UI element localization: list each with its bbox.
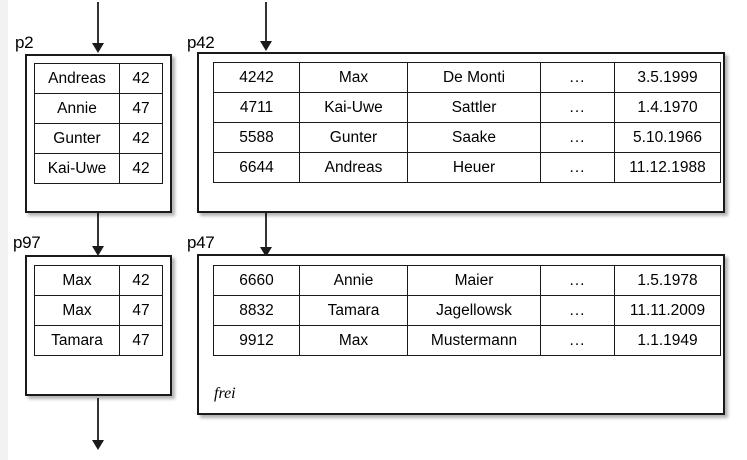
data-cell-more: ...: [540, 265, 615, 296]
data-cell-date: 3.5.1999: [614, 62, 721, 93]
arrow-out-of-p97: [97, 398, 99, 441]
free-space-label-p47: frei: [214, 385, 236, 402]
page-label-p47: p47: [187, 233, 215, 252]
arrow-into-p42: [265, 2, 267, 42]
index-pointer-cell: 42: [119, 63, 163, 94]
data-cell-firstname: Kai-Uwe: [299, 92, 408, 123]
data-cell-more: ...: [540, 325, 615, 356]
data-cell-id: 9912: [213, 325, 300, 356]
data-cell-id: 4242: [213, 62, 300, 93]
page-label-p42: p42: [187, 33, 215, 52]
table-row: 5588 Gunter Saake ... 5.10.1966: [213, 122, 721, 153]
table-row: Annie 47: [34, 93, 163, 124]
table-row: Kai-Uwe 42: [34, 153, 163, 184]
data-table-p47: 6660 Annie Maier ... 1.5.1978 8832 Tamar…: [213, 265, 721, 356]
data-cell-lastname: Maier: [407, 265, 541, 296]
index-pointer-cell: 47: [119, 325, 163, 356]
data-cell-firstname: Max: [299, 62, 408, 93]
index-key-cell: Max: [34, 295, 120, 326]
table-row: 8832 Tamara Jagellowsk ... 11.11.2009: [213, 295, 721, 326]
data-cell-date: 11.11.2009: [614, 295, 721, 326]
data-cell-date: 1.1.1949: [614, 325, 721, 356]
data-cell-date: 1.4.1970: [614, 92, 721, 123]
data-cell-lastname: Heuer: [407, 152, 541, 183]
index-pointer-cell: 47: [119, 93, 163, 124]
data-cell-firstname: Andreas: [299, 152, 408, 183]
page-label-p97: p97: [13, 233, 41, 252]
table-row: 4242 Max De Monti ... 3.5.1999: [213, 62, 721, 93]
data-cell-firstname: Max: [299, 325, 408, 356]
data-cell-more: ...: [540, 122, 615, 153]
data-cell-more: ...: [540, 62, 615, 93]
index-key-cell: Annie: [34, 93, 120, 124]
index-pointer-cell: 42: [119, 265, 163, 296]
data-cell-id: 4711: [213, 92, 300, 123]
table-row: Gunter 42: [34, 123, 163, 154]
data-cell-id: 5588: [213, 122, 300, 153]
data-cell-lastname: De Monti: [407, 62, 541, 93]
data-cell-id: 6660: [213, 265, 300, 296]
data-cell-more: ...: [540, 152, 615, 183]
data-cell-more: ...: [540, 92, 615, 123]
table-row: Tamara 47: [34, 325, 163, 356]
index-table-p2: Andreas 42 Annie 47 Gunter 42 Kai-Uwe 42: [34, 63, 163, 184]
data-cell-more: ...: [540, 295, 615, 326]
index-key-cell: Kai-Uwe: [34, 153, 120, 184]
data-cell-date: 11.12.1988: [614, 152, 721, 183]
data-cell-lastname: Sattler: [407, 92, 541, 123]
data-cell-firstname: Tamara: [299, 295, 408, 326]
table-row: 4711 Kai-Uwe Sattler ... 1.4.1970: [213, 92, 721, 123]
data-cell-id: 6644: [213, 152, 300, 183]
arrow-p2-to-p97: [97, 212, 99, 247]
page-label-p2: p2: [15, 33, 34, 52]
index-key-cell: Gunter: [34, 123, 120, 154]
index-pointer-cell: 47: [119, 295, 163, 326]
table-row: Max 42: [34, 265, 163, 296]
index-key-cell: Max: [34, 265, 120, 296]
table-row: 9912 Max Mustermann ... 1.1.1949: [213, 325, 721, 356]
data-cell-firstname: Gunter: [299, 122, 408, 153]
data-cell-lastname: Jagellowsk: [407, 295, 541, 326]
data-cell-id: 8832: [213, 295, 300, 326]
data-cell-lastname: Mustermann: [407, 325, 541, 356]
index-pointer-cell: 42: [119, 123, 163, 154]
data-cell-date: 5.10.1966: [614, 122, 721, 153]
table-row: 6644 Andreas Heuer ... 11.12.1988: [213, 152, 721, 183]
data-cell-firstname: Annie: [299, 265, 408, 296]
table-row: Max 47: [34, 295, 163, 326]
arrow-into-p2: [97, 2, 99, 44]
index-pointer-cell: 42: [119, 153, 163, 184]
data-cell-date: 1.5.1978: [614, 265, 721, 296]
data-cell-lastname: Saake: [407, 122, 541, 153]
arrow-p42-to-p47: [265, 213, 267, 248]
index-key-cell: Tamara: [34, 325, 120, 356]
index-key-cell: Andreas: [34, 63, 120, 94]
page-edge-strip: [0, 0, 8, 460]
table-row: 6660 Annie Maier ... 1.5.1978: [213, 265, 721, 296]
index-table-p97: Max 42 Max 47 Tamara 47: [34, 265, 163, 356]
table-row: Andreas 42: [34, 63, 163, 94]
data-table-p42: 4242 Max De Monti ... 3.5.1999 4711 Kai-…: [213, 62, 721, 183]
